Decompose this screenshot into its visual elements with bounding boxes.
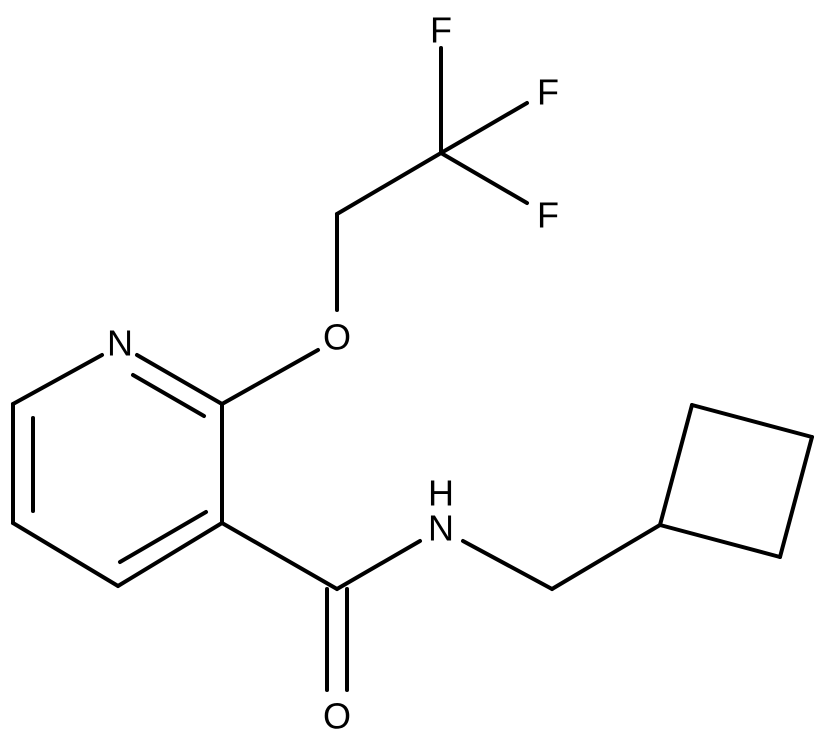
bond-c2-n [135, 353, 224, 406]
bond-c2-o [220, 348, 320, 406]
bond-n-c6 [11, 353, 104, 406]
bond-c-f-upper-right [439, 101, 529, 155]
bond-c4-c3-inner [118, 510, 208, 564]
bond-n-ch2 [461, 539, 554, 591]
atom-label-ring-nitrogen: N [107, 323, 133, 364]
bond-c4-c3 [116, 521, 224, 588]
pyridine-ring [11, 353, 224, 588]
atom-label-fluorine-lower-right: F [537, 195, 559, 236]
atom-label-amide-hydrogen: H [428, 473, 454, 514]
bond-cb-4-1 [658, 523, 782, 559]
bond-ch2-cf3 [335, 151, 443, 216]
bond-carbonyl-n [335, 539, 422, 591]
bond-c5-c4 [11, 521, 120, 588]
atom-label-amide-nitrogen: N [428, 508, 454, 549]
atom-label-fluorine-top: F [430, 10, 452, 51]
cyclobutane-ring [658, 403, 814, 559]
bond-c3-carbonyl [220, 521, 339, 591]
atom-label-fluorine-upper-right: F [537, 72, 559, 113]
bond-c-f-lower-right [439, 151, 529, 205]
carboxamide-group [220, 521, 662, 692]
bond-ch2-cyclobutyl [550, 523, 662, 591]
trifluoroethoxy-group [220, 46, 529, 406]
atom-label-carbonyl-oxygen: O [323, 696, 351, 737]
atom-labels: N O F F F H N O [107, 10, 559, 737]
bond-cb-1-2 [658, 403, 694, 527]
bond-c2-n-inner [131, 373, 206, 418]
atom-label-ether-oxygen: O [323, 317, 351, 358]
bond-cb-2-3 [690, 403, 814, 439]
bond-cb-3-4 [778, 435, 814, 559]
